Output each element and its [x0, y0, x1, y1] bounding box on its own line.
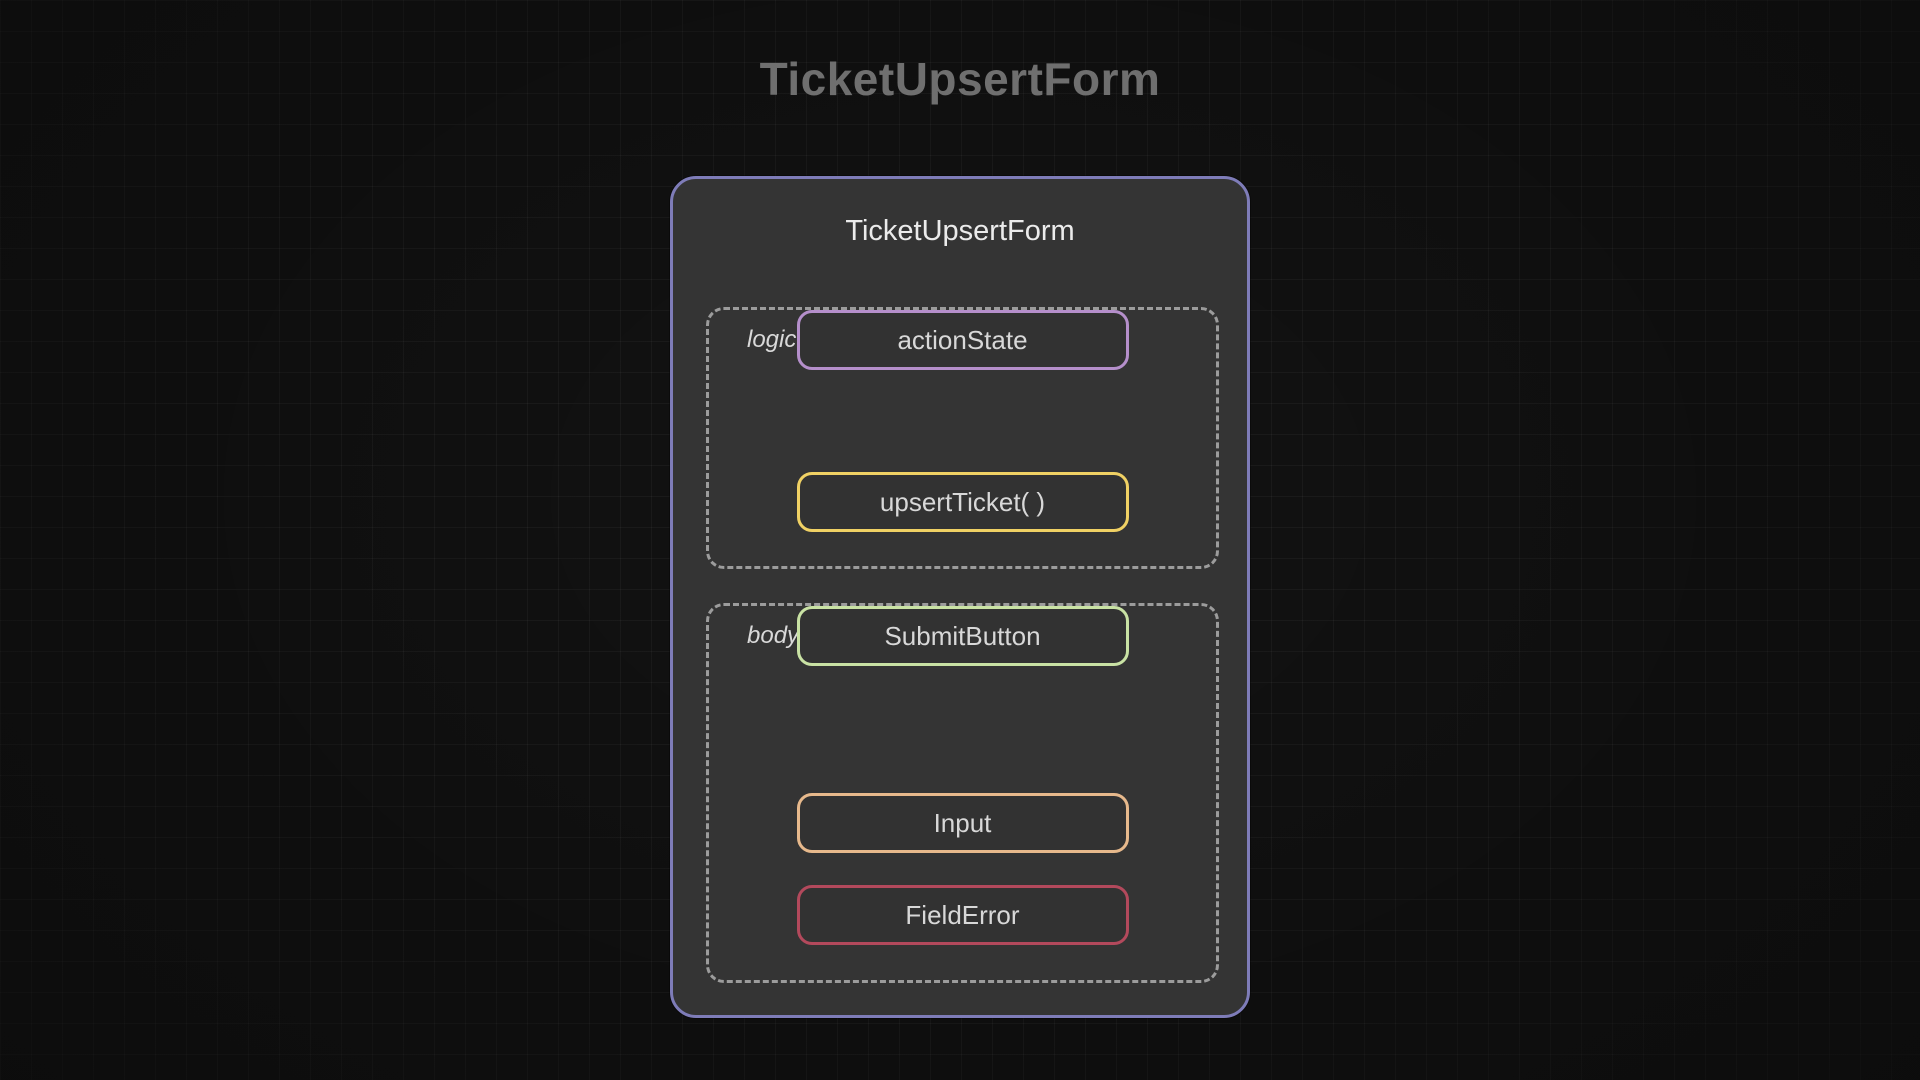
node-upsert-ticket-label: upsertTicket( ) [879, 486, 1046, 517]
node-submit-button-label: SubmitButton [884, 620, 1041, 651]
node-field-error[interactable]: FieldError [796, 885, 1129, 945]
node-ticket-upsert-form-title: TicketUpsertForm [845, 215, 1075, 247]
node-action-state[interactable]: actionState [796, 310, 1129, 370]
group-logic-label: logic [747, 326, 797, 353]
node-submit-button[interactable]: SubmitButton [796, 606, 1129, 666]
group-logic: logic upsertTicket( ) actionState [706, 307, 1219, 569]
node-ticket-upsert-form[interactable]: TicketUpsertForm logic upsertTicket( ) a… [670, 176, 1250, 1018]
node-upsert-ticket[interactable]: upsertTicket( ) [796, 472, 1129, 532]
group-body-label: body [747, 622, 800, 649]
node-field-error-label: FieldError [905, 899, 1020, 930]
group-body: body Input FieldError SubmitButton [706, 603, 1219, 983]
node-input-label: Input [933, 807, 992, 838]
page-title: TicketUpsertForm [759, 53, 1161, 105]
node-action-state-label: actionState [897, 324, 1028, 355]
node-input[interactable]: Input [796, 793, 1129, 853]
